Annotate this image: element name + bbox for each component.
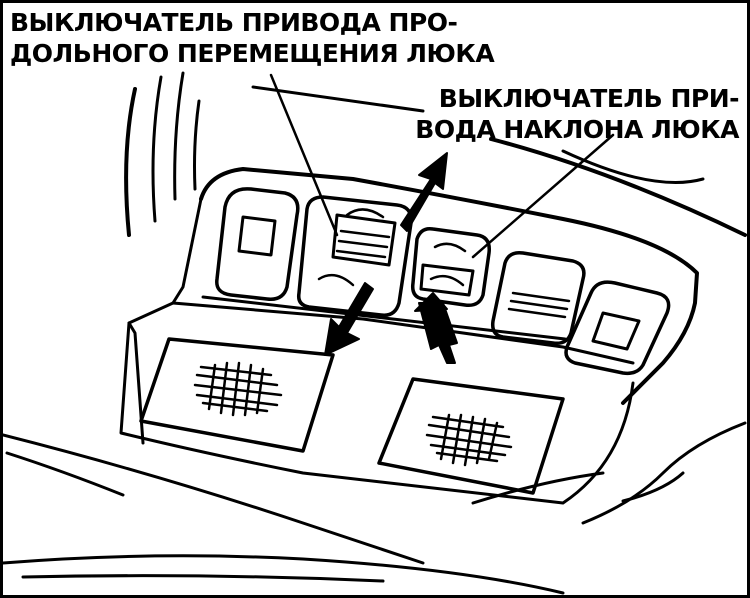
callout-slide-switch-line2: ДОЛЬНОГО ПЕРЕМЕЩЕНИЯ ЛЮКА <box>10 39 495 68</box>
speaker-grille-icon <box>425 413 513 467</box>
speaker-panel-left <box>139 337 335 453</box>
overhead-console-illustration <box>3 71 747 595</box>
roof-trim-lines <box>3 71 747 595</box>
speaker-grille-icon <box>193 361 283 417</box>
double-arrow-icon <box>324 152 448 356</box>
right-lamp <box>564 280 671 376</box>
callout-slide-switch: ВЫКЛЮЧАТЕЛЬ ПРИВОДА ПРО- ДОЛЬНОГО ПЕРЕМЕ… <box>10 7 495 69</box>
console-body <box>119 167 699 505</box>
leader-tilt-switch <box>471 133 615 259</box>
speaker-panel-right <box>377 377 565 495</box>
callout-slide-switch-line1: ВЫКЛЮЧАТЕЛЬ ПРИВОДА ПРО- <box>10 8 458 37</box>
tilt-switch <box>410 226 491 308</box>
left-lamp <box>215 187 300 301</box>
leader-slide-switch <box>269 73 339 237</box>
callout-tilt-switch-line2: ВОДА НАКЛОНА ЛЮКА <box>415 115 739 144</box>
right-switch <box>490 250 586 346</box>
callout-tilt-switch-line1: ВЫКЛЮЧАТЕЛЬ ПРИ- <box>438 84 740 113</box>
slide-switch <box>296 195 413 317</box>
leader-lines <box>269 73 615 259</box>
double-arrow-icon <box>414 292 458 364</box>
callout-tilt-switch: ВЫКЛЮЧАТЕЛЬ ПРИ- ВОДА НАКЛОНА ЛЮКА <box>415 83 739 145</box>
